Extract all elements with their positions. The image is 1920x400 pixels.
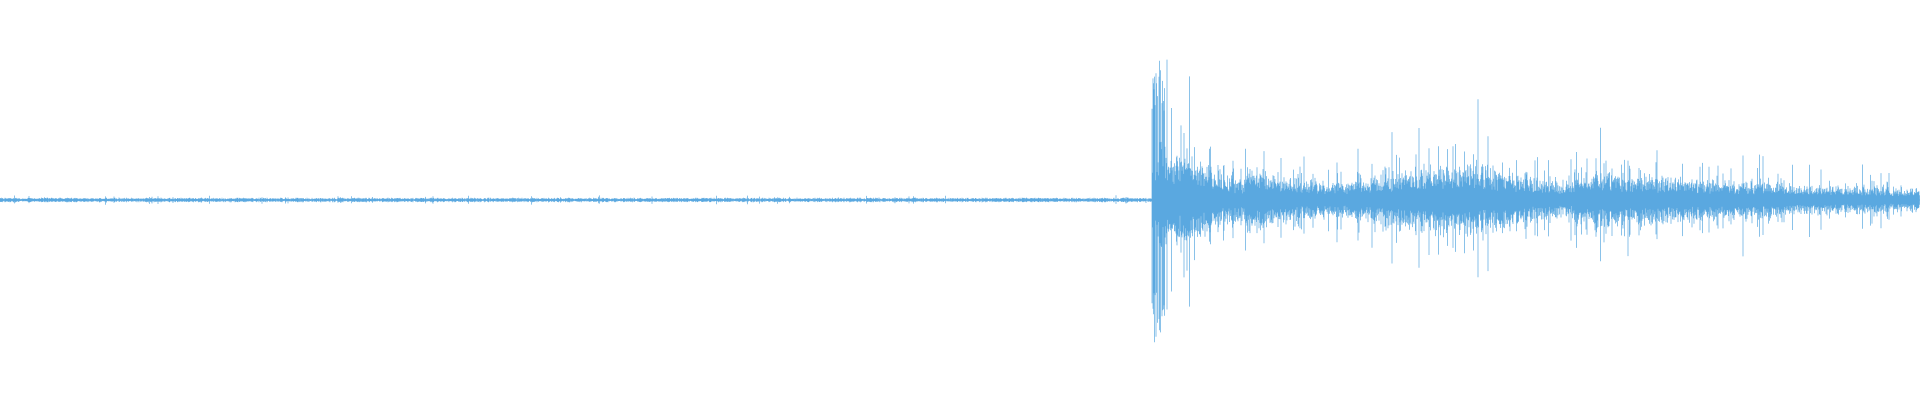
waveform-trace xyxy=(0,59,1920,343)
waveform-path xyxy=(0,59,1920,343)
